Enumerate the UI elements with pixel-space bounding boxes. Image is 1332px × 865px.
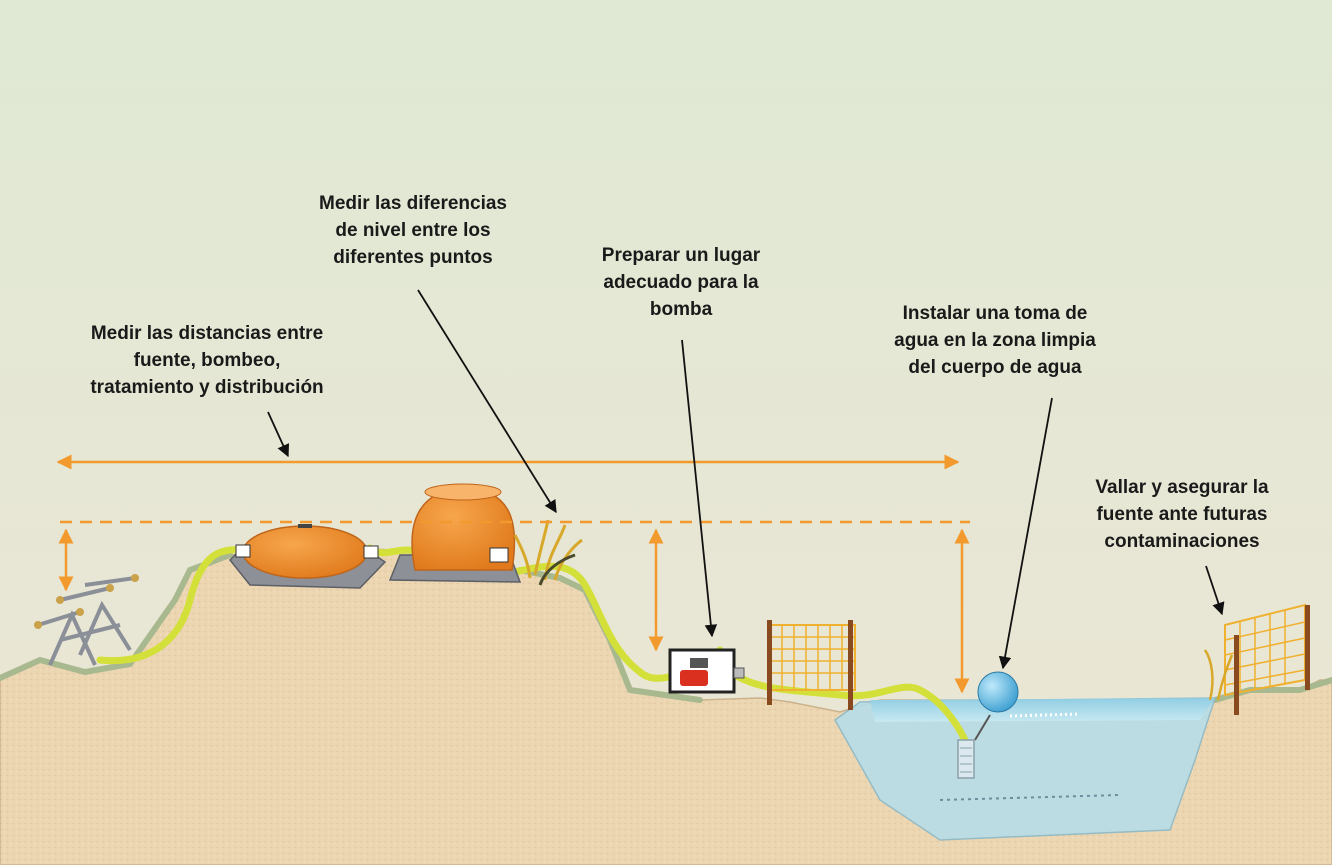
label-line: contaminaciones (1104, 531, 1260, 552)
callout-arrows (267, 289, 1225, 670)
label-line: de nivel entre los (335, 220, 491, 241)
label-line: Vallar y asegurar la (1095, 477, 1269, 498)
label-line: Medir las distancias entre (90, 323, 324, 344)
label-line: Preparar un lugar (601, 245, 761, 266)
callout-arrow-intake (998, 397, 1053, 670)
intake-float-icon (957, 671, 1019, 779)
sprinkler-icon (34, 574, 139, 666)
label-line: fuente, bombeo, (133, 350, 281, 371)
treatment-tank-icon (388, 483, 522, 583)
label-measure-distances: Medir las distancias entre fuente, bombe… (58, 320, 356, 401)
water-pond (834, 697, 1217, 841)
label-line: del cuerpo de agua (908, 357, 1082, 378)
callout-arrow-distances (267, 411, 290, 458)
water-pump-icon (668, 648, 745, 694)
label-line: adecuado para la (603, 272, 759, 293)
water-hose (96, 544, 969, 744)
storage-tank-icon (228, 524, 387, 589)
label-line: agua en la zona limpia (894, 330, 1096, 351)
label-line: Medir las diferencias (319, 193, 507, 214)
label-line: diferentes puntos (333, 247, 493, 268)
label-pump-site: Preparar un lugar adecuado para la bomba (566, 242, 796, 323)
label-line: tratamiento y distribución (90, 377, 324, 398)
label-line: Instalar una toma de (902, 303, 1088, 324)
callout-arrow-pump (681, 339, 718, 638)
measurement-lines (56, 454, 970, 694)
label-line: fuente ante futuras (1096, 504, 1268, 525)
callout-arrow-fence (1205, 565, 1225, 616)
fence-icon-right (1203, 603, 1310, 715)
label-measure-levels: Medir las diferencias de nivel entre los… (278, 190, 548, 271)
label-line: bomba (649, 299, 713, 320)
fence-icon (767, 620, 856, 710)
label-fence-source: Vallar y asegurar la fuente ante futuras… (1062, 474, 1302, 555)
callout-arrow-levels (417, 289, 557, 514)
label-install-intake: Instalar una toma de agua en la zona lim… (860, 300, 1130, 381)
reeds-icon (513, 519, 583, 586)
